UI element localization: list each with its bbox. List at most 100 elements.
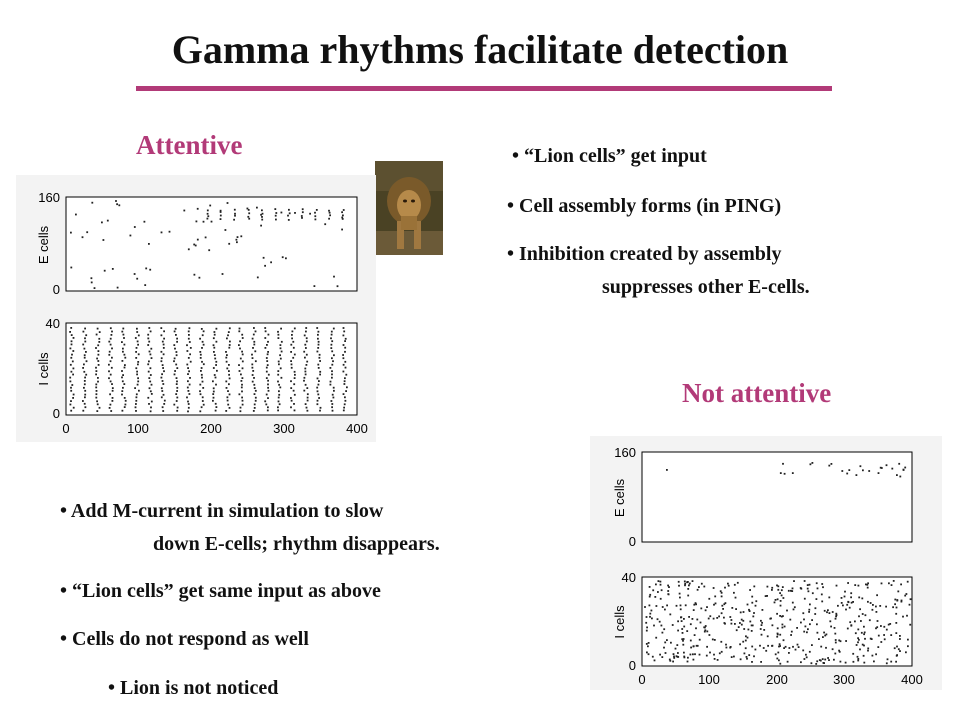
spike-dot (161, 340, 164, 343)
spike-dot (699, 621, 702, 624)
spike-dot (303, 376, 306, 379)
spike-dot (160, 387, 163, 390)
spike-dot (826, 611, 828, 614)
spike-dot (713, 639, 716, 641)
spike-dot (655, 605, 658, 607)
spike-dot (330, 337, 332, 340)
spike-dot (700, 607, 703, 610)
spike-dot (689, 639, 692, 642)
spike-dot (277, 373, 280, 376)
spike-dot (83, 347, 86, 350)
spike-dot (175, 383, 178, 385)
spike-dot (734, 596, 737, 599)
spike-dot (682, 639, 684, 642)
spike-dot (861, 597, 864, 600)
spike-dot (202, 403, 205, 406)
spike-dot (93, 287, 96, 289)
spike-dot (857, 628, 860, 631)
spike-dot (858, 596, 861, 599)
spike-dot (200, 373, 203, 376)
spike-dot (696, 618, 699, 621)
spike-dot (143, 220, 146, 223)
spike-dot (793, 580, 795, 582)
spike-dot (238, 330, 241, 333)
spike-dot (876, 594, 878, 597)
spike-dot (229, 340, 231, 343)
spike-dot (833, 658, 835, 661)
spike-dot (859, 648, 861, 651)
spike-dot (221, 273, 224, 275)
spike-dot (739, 643, 741, 646)
spike-dot (688, 584, 690, 587)
spike-dot (892, 606, 894, 609)
attentive-i-tick-bottom: 0 (53, 406, 60, 421)
spike-dot (745, 635, 747, 638)
spike-dot (745, 656, 748, 658)
spike-dot (264, 330, 267, 333)
spike-dot (187, 406, 190, 409)
spike-dot (842, 604, 844, 607)
spike-dot (186, 363, 189, 366)
spike-dot (266, 409, 269, 412)
spike-dot (859, 608, 861, 611)
lion-photo (375, 161, 443, 255)
spike-dot (678, 584, 680, 587)
spike-dot (265, 366, 268, 369)
spike-dot (739, 611, 742, 614)
spike-dot (317, 347, 320, 349)
spike-dot (314, 211, 316, 214)
spike-dot (199, 353, 202, 356)
spike-dot (260, 224, 262, 227)
spike-dot (290, 360, 292, 362)
spike-dot (905, 593, 908, 595)
spike-dot (852, 601, 854, 603)
spike-dot (803, 580, 806, 582)
spike-dot (199, 410, 202, 413)
spike-dot (226, 354, 228, 356)
spike-dot (857, 584, 860, 587)
spike-dot (677, 652, 679, 654)
spike-dot (759, 628, 762, 630)
spike-dot (85, 334, 88, 337)
spike-dot (294, 373, 296, 376)
spike-dot (664, 641, 667, 644)
spike-dot (883, 634, 885, 636)
spike-dot (277, 400, 280, 403)
spike-dot (848, 606, 851, 609)
spike-dot (342, 354, 344, 356)
spike-dot (818, 638, 820, 640)
spike-dot (840, 602, 843, 604)
spike-dot (890, 634, 893, 636)
spike-dot (280, 340, 283, 343)
spike-dot (147, 363, 150, 366)
spike-dot (186, 386, 189, 389)
spike-dot (277, 337, 280, 339)
spike-dot (162, 347, 165, 349)
spike-dot (228, 393, 231, 396)
spike-dot (346, 386, 348, 389)
spike-dot (82, 343, 85, 346)
spike-dot (720, 591, 723, 594)
spike-dot (645, 629, 648, 632)
spike-dot (823, 631, 825, 634)
spike-dot (305, 327, 308, 329)
spike-dot (885, 662, 888, 665)
spike-dot (780, 615, 783, 618)
bullet-not-noticed: • Lion is not noticed (108, 677, 279, 699)
spike-dot (729, 616, 732, 618)
spike-dot (168, 230, 171, 233)
spike-dot (95, 390, 98, 392)
spike-dot (83, 370, 86, 373)
spike-dot (214, 357, 217, 360)
spike-dot (261, 212, 264, 215)
spike-dot (290, 380, 292, 383)
spike-dot (137, 363, 139, 366)
spike-dot (266, 360, 269, 362)
spike-dot (301, 211, 304, 214)
slide-title: Gamma rhythms facilitate detection (171, 27, 789, 72)
spike-dot (254, 360, 257, 363)
spike-dot (149, 410, 152, 413)
spike-dot (84, 393, 87, 396)
spike-dot (133, 273, 136, 275)
spike-dot (863, 631, 866, 634)
